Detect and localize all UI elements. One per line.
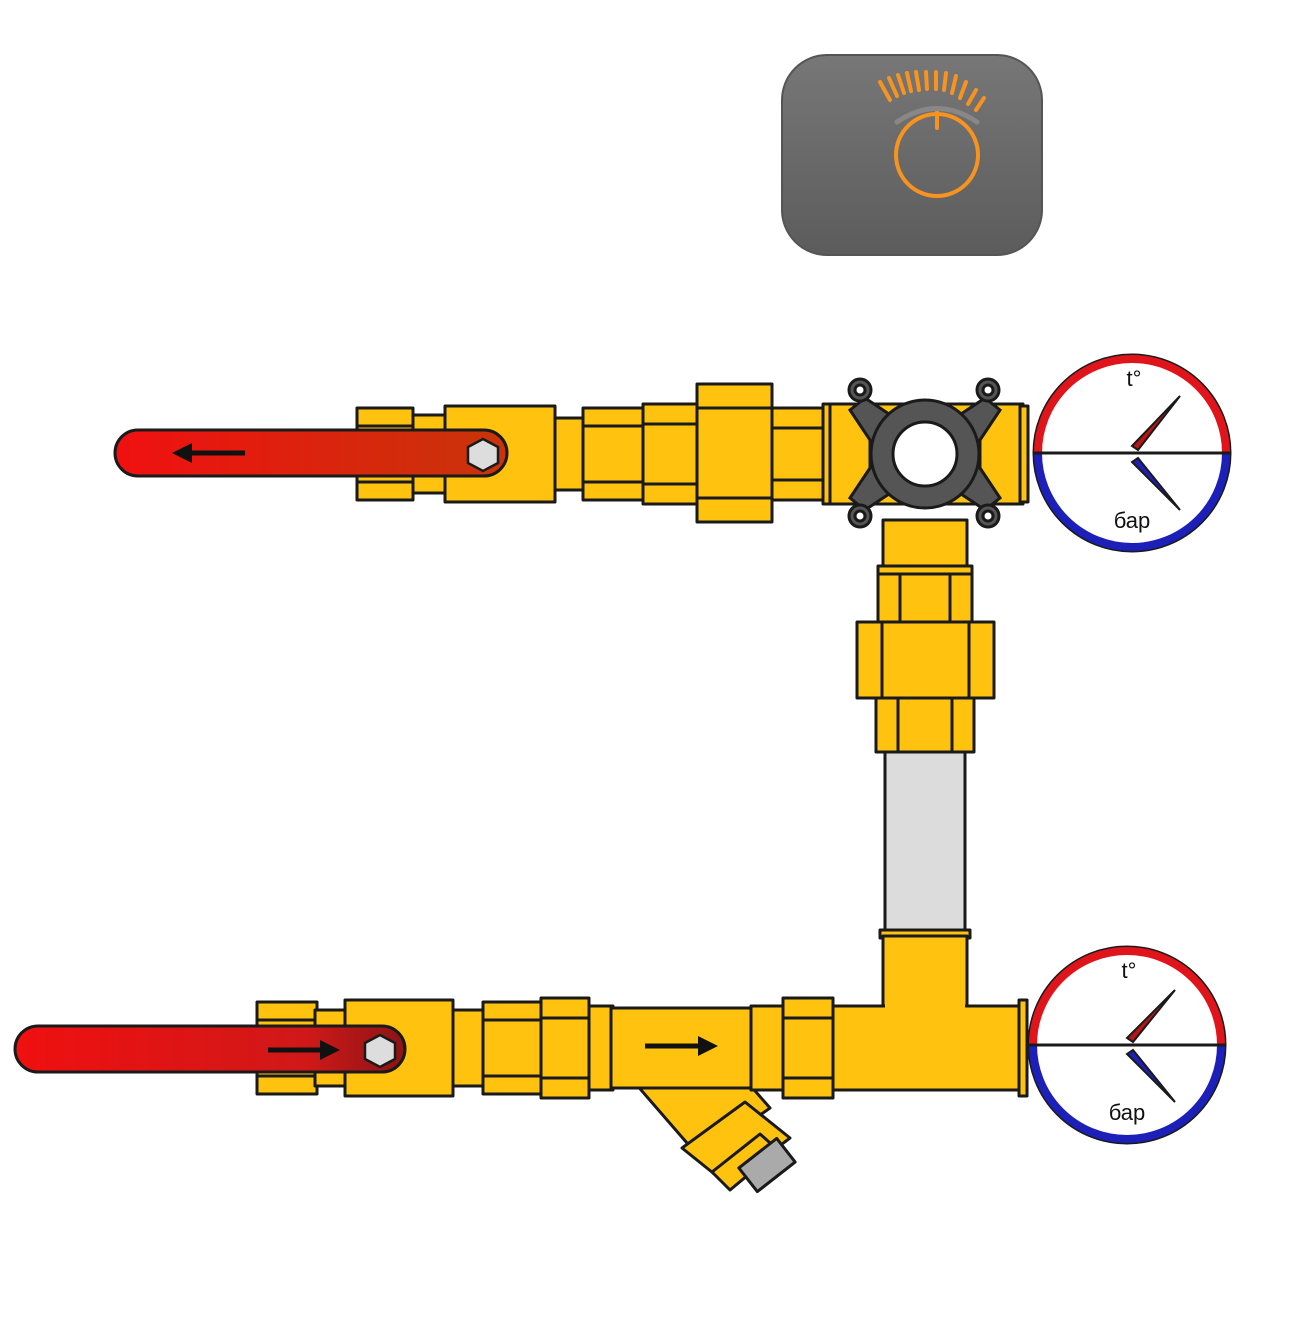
pressure-needle: [1125, 1048, 1176, 1103]
vertical-riser: [855, 518, 996, 940]
thermostatic-actuator[interactable]: [781, 54, 1043, 256]
flow-arrow-left-icon: [172, 443, 245, 463]
flow-arrow-right-icon: [645, 1036, 718, 1056]
ball-valve-handle-bottom[interactable]: [13, 1024, 407, 1074]
thermostat-knob-icon: [878, 70, 986, 198]
union-nut-vertical: [855, 620, 996, 700]
flow-arrow-right-icon: [268, 1040, 340, 1060]
pressure-needle: [1130, 456, 1181, 511]
temp-needle: [1130, 395, 1181, 452]
thermomanometer-bottom: t° бар: [1027, 945, 1227, 1145]
return-tee-body: [831, 1004, 1025, 1092]
temp-needle: [1125, 989, 1176, 1044]
bypass-pipe-gray: [883, 750, 967, 934]
ball-valve-handle-top[interactable]: [113, 428, 509, 478]
pressure-label: бар: [1109, 1100, 1146, 1125]
hex-bolt-icon: [466, 437, 500, 473]
union-nut-top: [695, 382, 774, 524]
actuator-body: [781, 54, 1043, 256]
temp-label: t°: [1122, 958, 1137, 983]
hex-bolt-icon: [363, 1033, 397, 1069]
mixing-valve-head[interactable]: [847, 377, 1003, 529]
pressure-label: бар: [1114, 508, 1151, 533]
thermomanometer-top: t° бар: [1032, 353, 1232, 553]
temp-label: t°: [1127, 366, 1142, 391]
strainer-plug: [737, 1136, 797, 1194]
